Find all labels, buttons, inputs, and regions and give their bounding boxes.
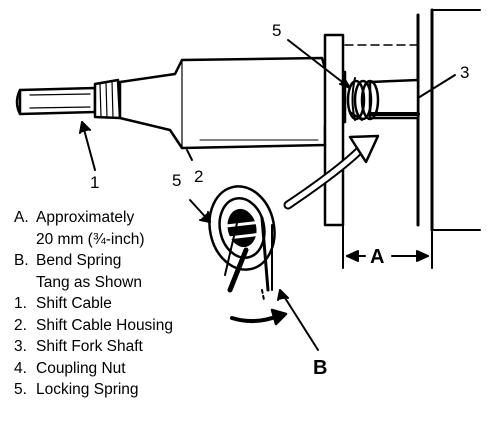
- legend-item-3: 3. Shift Fork Shaft: [14, 336, 173, 358]
- locking-spring: [343, 79, 380, 121]
- dimension-a: [342, 225, 433, 269]
- legend-key: 4.: [14, 359, 27, 377]
- legend-text: Approximately: [36, 209, 135, 226]
- callout-shift-fork-shaft: 3: [460, 63, 469, 82]
- legend-item-4: 4. Coupling Nut: [14, 358, 173, 380]
- install-arrow: [283, 134, 380, 210]
- callout-locking-spring-top: 5: [272, 21, 281, 40]
- callout-detail-b: B: [313, 357, 327, 379]
- legend-key: A.: [14, 209, 29, 226]
- legend-item-b: B. Bend Spring Tang as Shown: [14, 250, 173, 293]
- leader-lines: [79, 39, 456, 351]
- legend-item-a: A. Approximately 20 mm (¾-inch): [14, 207, 173, 250]
- case-wall: [344, 8, 481, 232]
- callout-locking-spring-detail: 5: [172, 171, 181, 190]
- legend-text: Shift Cable: [36, 295, 112, 312]
- legend-key: 3.: [14, 338, 27, 355]
- legend-text-continued: 20 mm (¾-inch): [36, 230, 145, 248]
- callout-shift-cable: 1: [90, 173, 99, 192]
- legend-text: Bend Spring: [36, 252, 122, 269]
- legend-text-continued: Tang as Shown: [36, 273, 142, 291]
- legend-item-2: 2. Shift Cable Housing: [14, 315, 173, 337]
- callout-shift-cable-housing: 2: [194, 167, 203, 186]
- legend-text: Shift Cable Housing: [36, 316, 173, 334]
- shift-fork-shaft: [351, 77, 420, 121]
- mounting-flange: [323, 33, 345, 227]
- spring-detail: [208, 185, 288, 326]
- shift-cable-housing: [118, 56, 347, 150]
- legend-text: Locking Spring: [36, 381, 139, 398]
- legend-key: 5.: [14, 381, 27, 398]
- callout-dimension-a: A: [370, 246, 384, 268]
- shift-cable: [15, 86, 97, 116]
- legend-text: Shift Fork Shaft: [36, 338, 143, 355]
- legend-text: Coupling Nut: [36, 359, 126, 377]
- legend-key: 2.: [14, 316, 27, 334]
- legend: A. Approximately 20 mm (¾-inch) B. Bend Sp…: [14, 207, 173, 401]
- legend-item-5: 5. Locking Spring: [14, 379, 173, 401]
- coupling-nut: [93, 78, 122, 120]
- legend-item-1: 1. Shift Cable: [14, 293, 173, 315]
- legend-key: B.: [14, 252, 29, 269]
- legend-key: 1.: [14, 295, 27, 312]
